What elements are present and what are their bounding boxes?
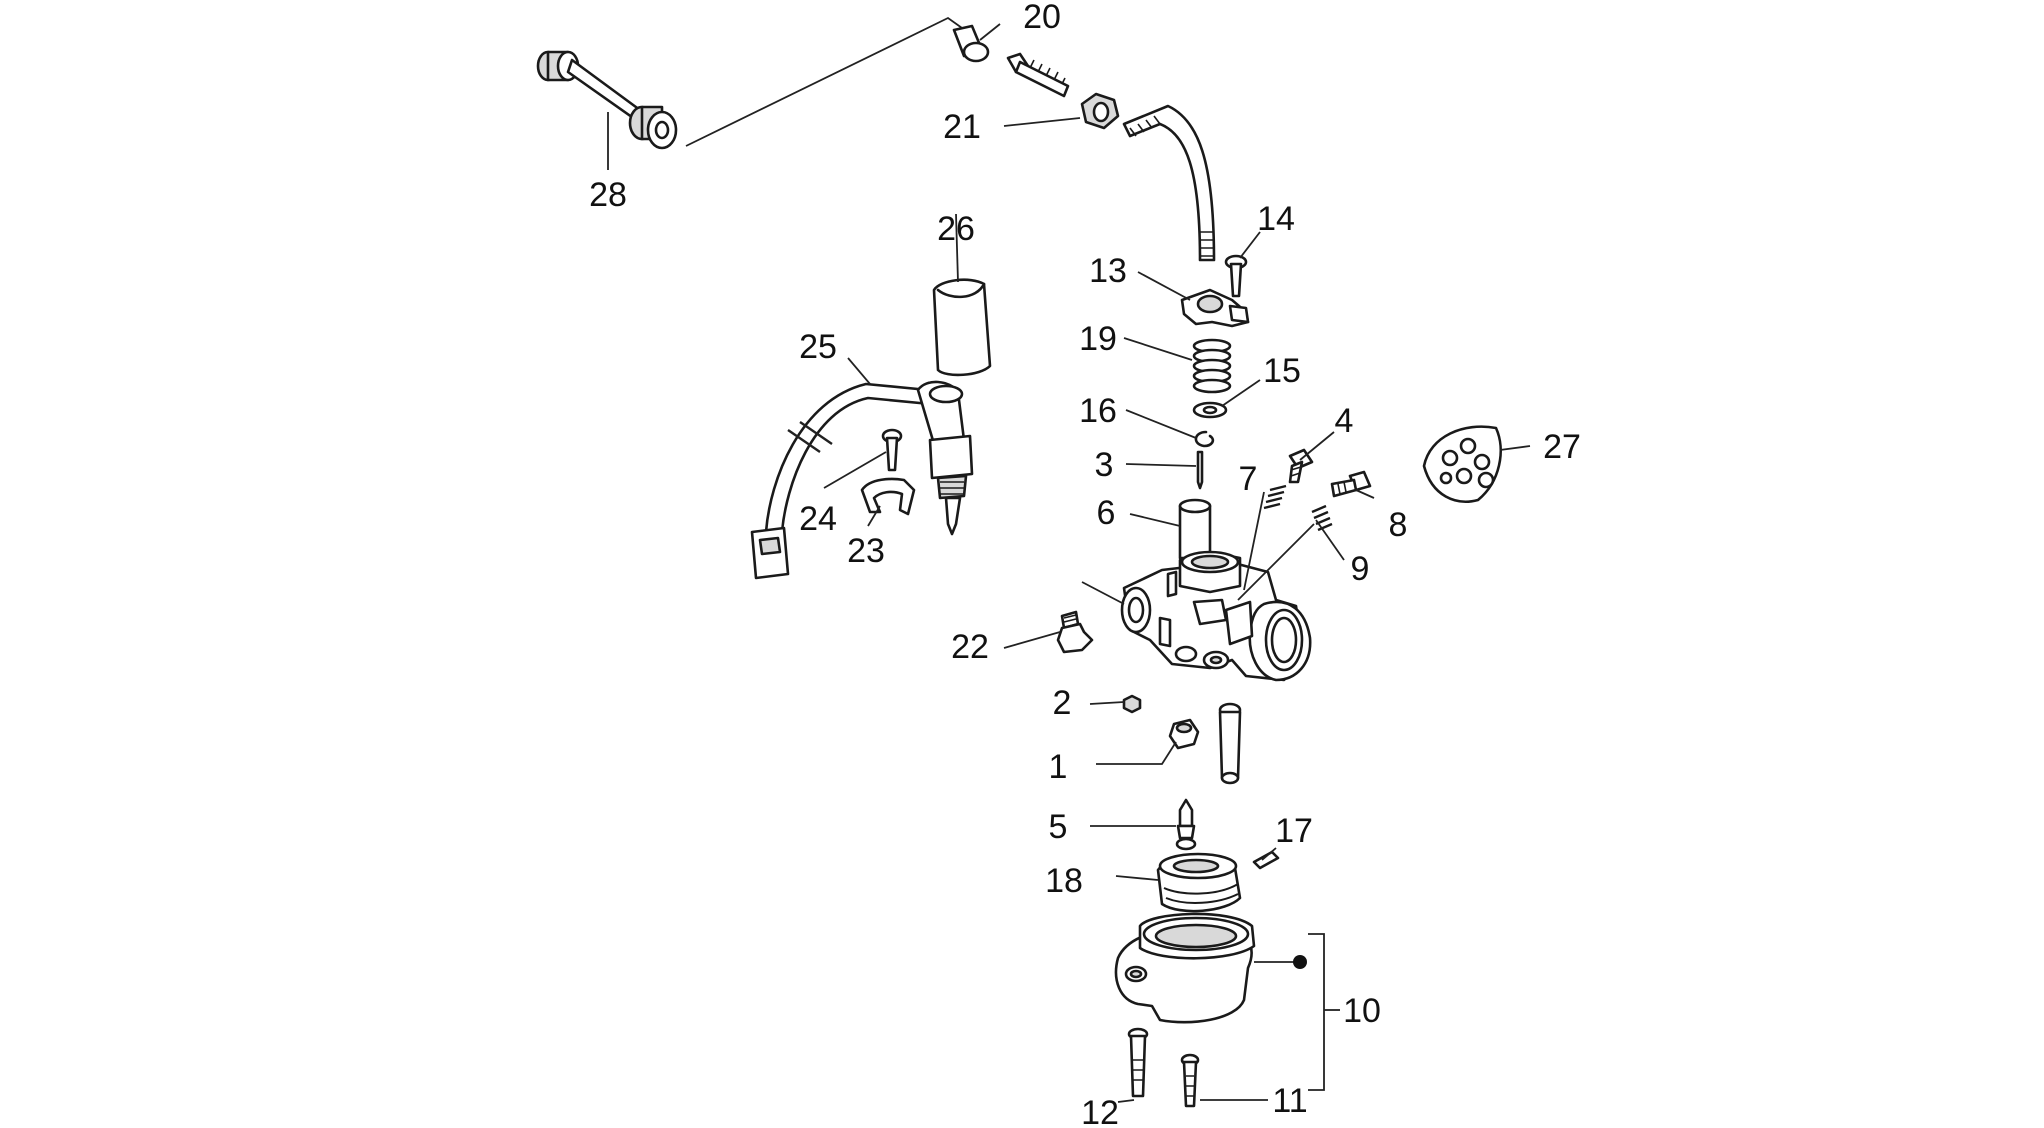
part-23-bracket [860,477,916,516]
part-9-spring [1311,504,1333,532]
callout-10: 10 [1343,992,1381,1030]
callout-20: 20 [1023,0,1061,36]
callout-5: 5 [1049,808,1068,846]
callout-22: 22 [951,628,989,666]
part-6-slide [1178,498,1212,560]
carburetor-body [1081,550,1312,682]
part-4-screw [1288,448,1314,484]
callout-17: 17 [1275,812,1313,850]
callout-26: 26 [937,210,975,248]
part-18-float [1156,852,1242,913]
callout-8: 8 [1389,506,1408,544]
part-13-bracket [1180,288,1250,328]
part-3-needle [1196,450,1204,490]
leader-lines [607,23,1531,1103]
callout-7: 7 [1239,460,1258,498]
callout-23: 23 [847,532,885,570]
callout-3: 3 [1095,446,1114,484]
callout-labels: 1 2 3 4 5 6 7 8 9 10 11 12 13 14 15 16 1… [589,0,1581,1128]
part-28-bolt [536,50,678,150]
callout-4: 4 [1335,402,1354,440]
callout-21: 21 [943,108,981,146]
part-24-screw [881,428,903,472]
callout-28: 28 [589,176,627,214]
cable-line-28-20 [685,16,963,147]
callout-16: 16 [1079,392,1117,430]
part-14-screw [1224,254,1248,298]
part-12-screw [1127,1027,1149,1098]
part-7-spring [1263,484,1287,510]
callout-2: 2 [1053,684,1072,722]
part-5-needle [1175,798,1197,851]
callout-13: 13 [1089,252,1127,290]
part-22-screw [1056,610,1094,654]
part-16-clip [1194,430,1215,448]
callout-9: 9 [1351,550,1370,588]
callout-15: 15 [1263,352,1301,390]
part-11-screw [1180,1053,1200,1108]
part-21-adjuster [1006,52,1216,262]
callout-11: 11 [1272,1082,1307,1120]
part-15-washer [1192,401,1228,419]
part-8-screw [1330,470,1372,498]
part-2-plug [1122,694,1142,714]
callout-18: 18 [1045,862,1083,900]
part-26-cover [932,278,992,377]
callout-1: 1 [1049,748,1068,786]
callout-12: 12 [1081,1094,1119,1128]
part-1-jet [1168,718,1200,750]
callout-14: 14 [1257,200,1295,238]
emulsion-tube [1218,702,1242,785]
part-25-choke [750,380,974,580]
callout-25: 25 [799,328,837,366]
part-19-spring [1192,338,1232,394]
part-17-pin [1252,850,1280,870]
callout-27: 27 [1543,428,1581,466]
part-20-sleeve [952,24,990,63]
callout-6: 6 [1097,494,1116,532]
part-10-float-bowl [1114,912,1256,1024]
callout-24: 24 [799,500,837,538]
part-27-cap [1422,425,1502,503]
callout-19: 19 [1079,320,1117,358]
